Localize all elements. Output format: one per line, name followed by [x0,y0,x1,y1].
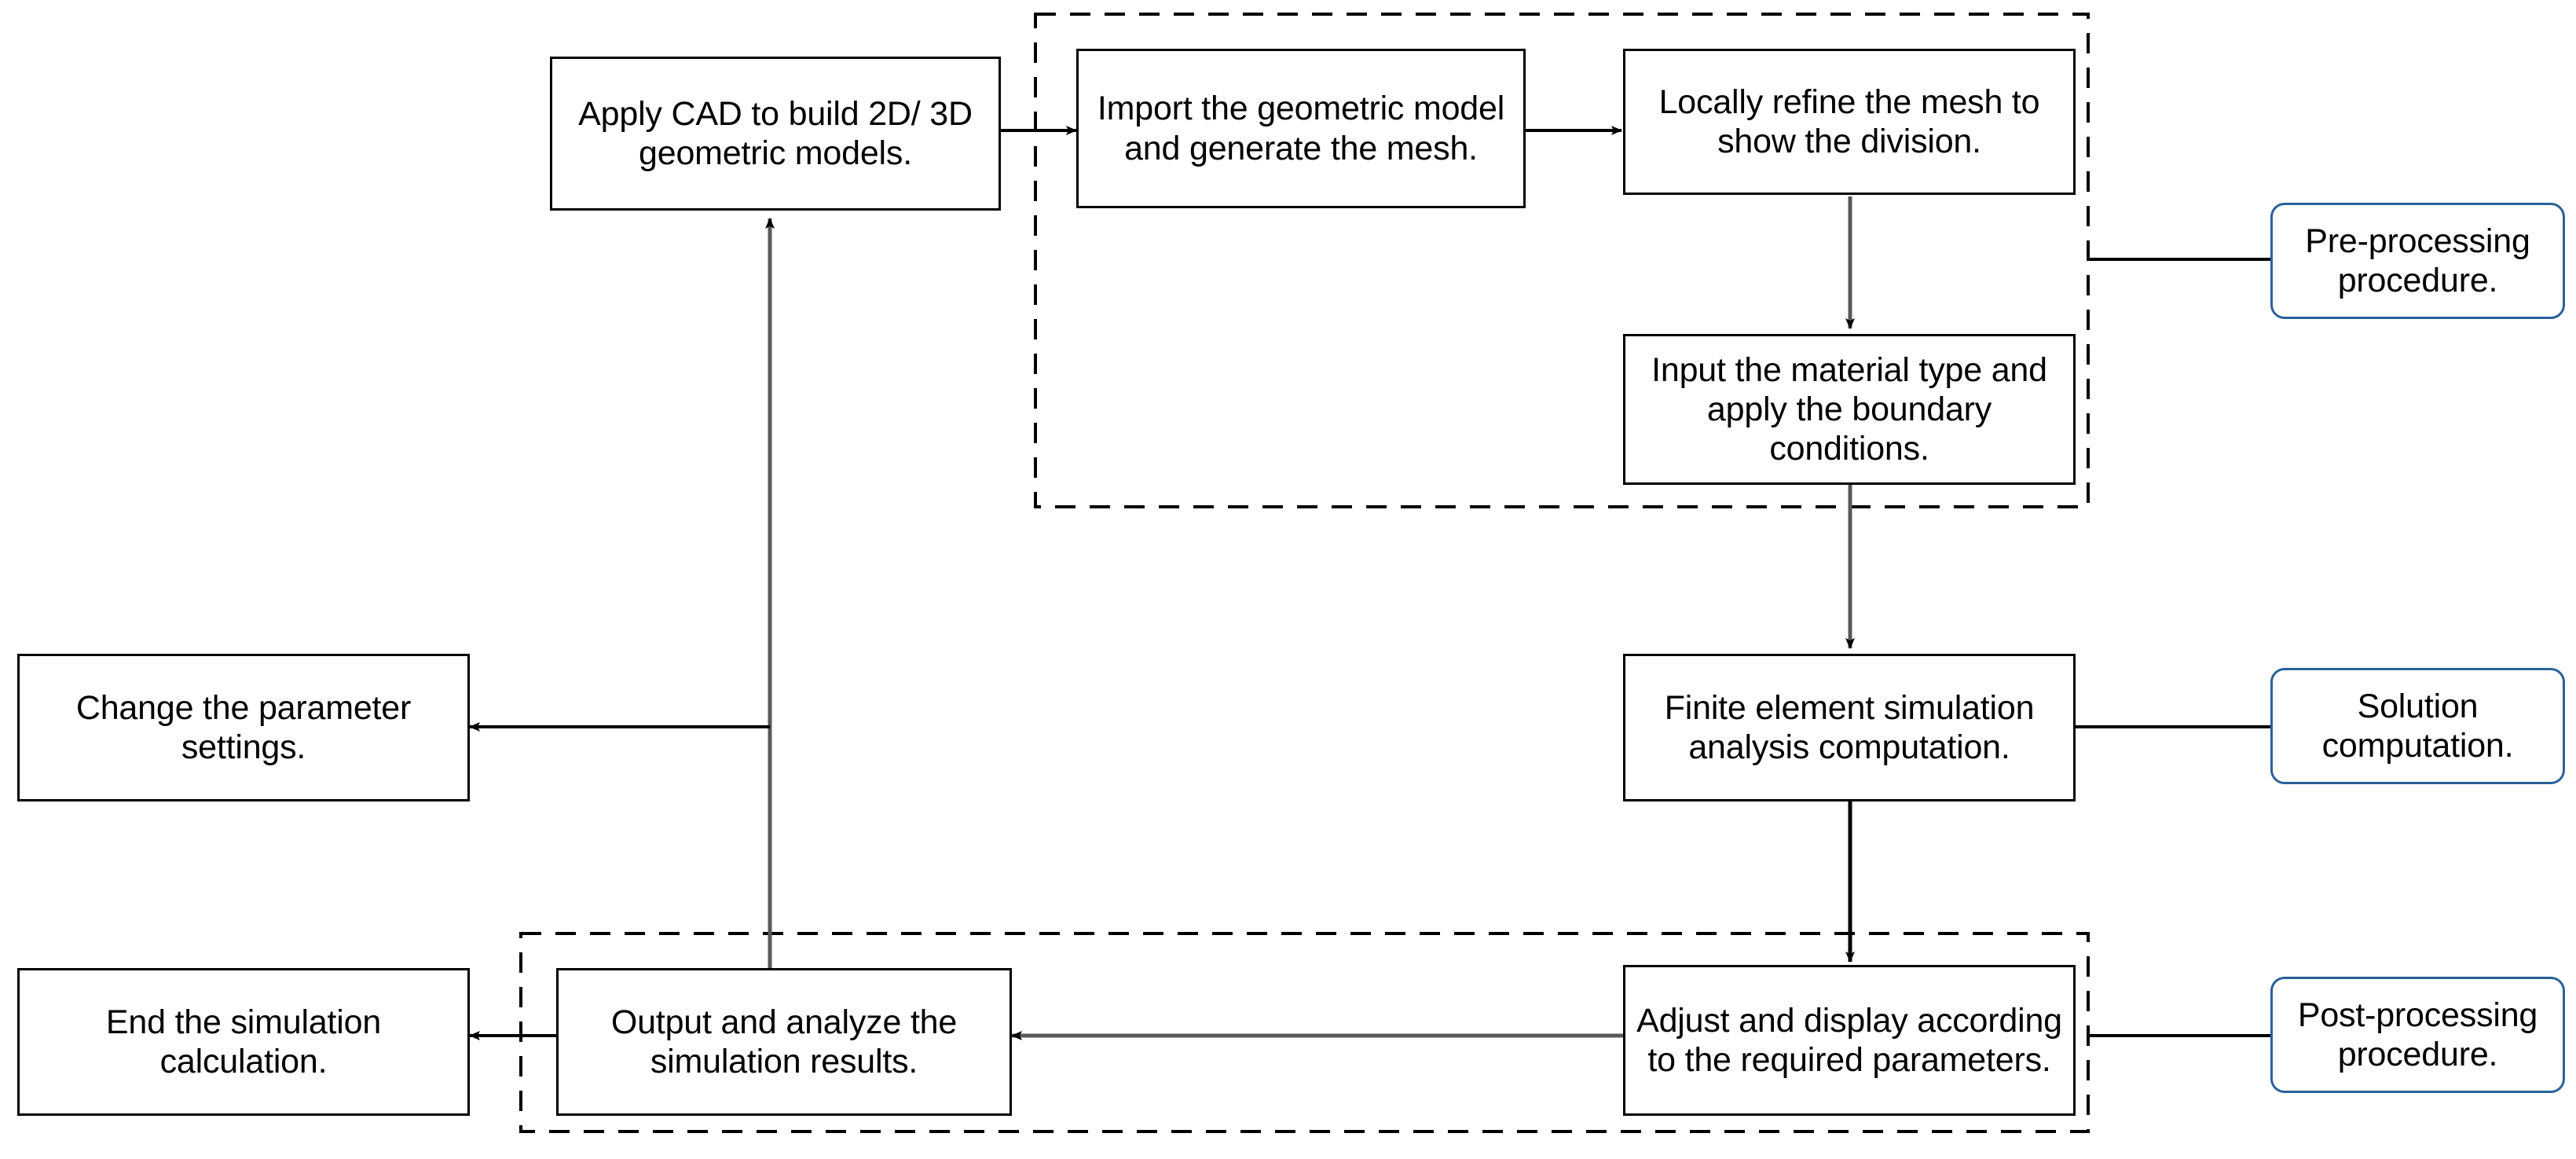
node-fem-compute[interactable]: Finite element simulation analysis compu… [1623,654,2076,801]
node-change-parameters[interactable]: Change the parameter settings. [17,654,470,801]
phase-pre-processing[interactable]: Pre-processing procedure. [2270,203,2565,319]
node-import-model[interactable]: Import the geometric model and generate … [1076,49,1526,208]
group-outline-post-processing [519,932,2090,1133]
node-apply-cad-label: Apply CAD to build 2D/ 3D geometric mode… [578,94,973,172]
node-refine-mesh-label: Locally refine the mesh to show the divi… [1658,83,2040,160]
node-change-parameters-label: Change the parameter settings. [75,688,412,766]
node-material-bc[interactable]: Input the material type and apply the bo… [1623,334,2076,485]
node-material-bc-label: Input the material type and apply the bo… [1651,350,2047,468]
node-fem-compute-label: Finite element simulation analysis compu… [1664,688,2035,766]
node-adjust-display-label: Adjust and display according to the requ… [1636,1001,2062,1079]
node-end-simulation[interactable]: End the simulation calculation. [17,968,470,1116]
node-apply-cad[interactable]: Apply CAD to build 2D/ 3D geometric mode… [550,57,1001,211]
node-import-model-label: Import the geometric model and generate … [1097,90,1505,167]
phase-solution-label: Solution computation. [2321,687,2514,765]
node-output-analyze-label: Output and analyze the simulation result… [610,1003,958,1080]
phase-post-processing-label: Post-processing procedure. [2297,996,2538,1073]
node-adjust-display[interactable]: Adjust and display according to the requ… [1623,965,2076,1116]
node-output-analyze[interactable]: Output and analyze the simulation result… [556,968,1012,1116]
phase-solution[interactable]: Solution computation. [2270,668,2565,784]
node-end-simulation-label: End the simulation calculation. [105,1003,382,1080]
node-refine-mesh[interactable]: Locally refine the mesh to show the divi… [1623,49,2076,195]
phase-pre-processing-label: Pre-processing procedure. [2305,222,2530,299]
phase-post-processing[interactable]: Post-processing procedure. [2270,977,2565,1093]
